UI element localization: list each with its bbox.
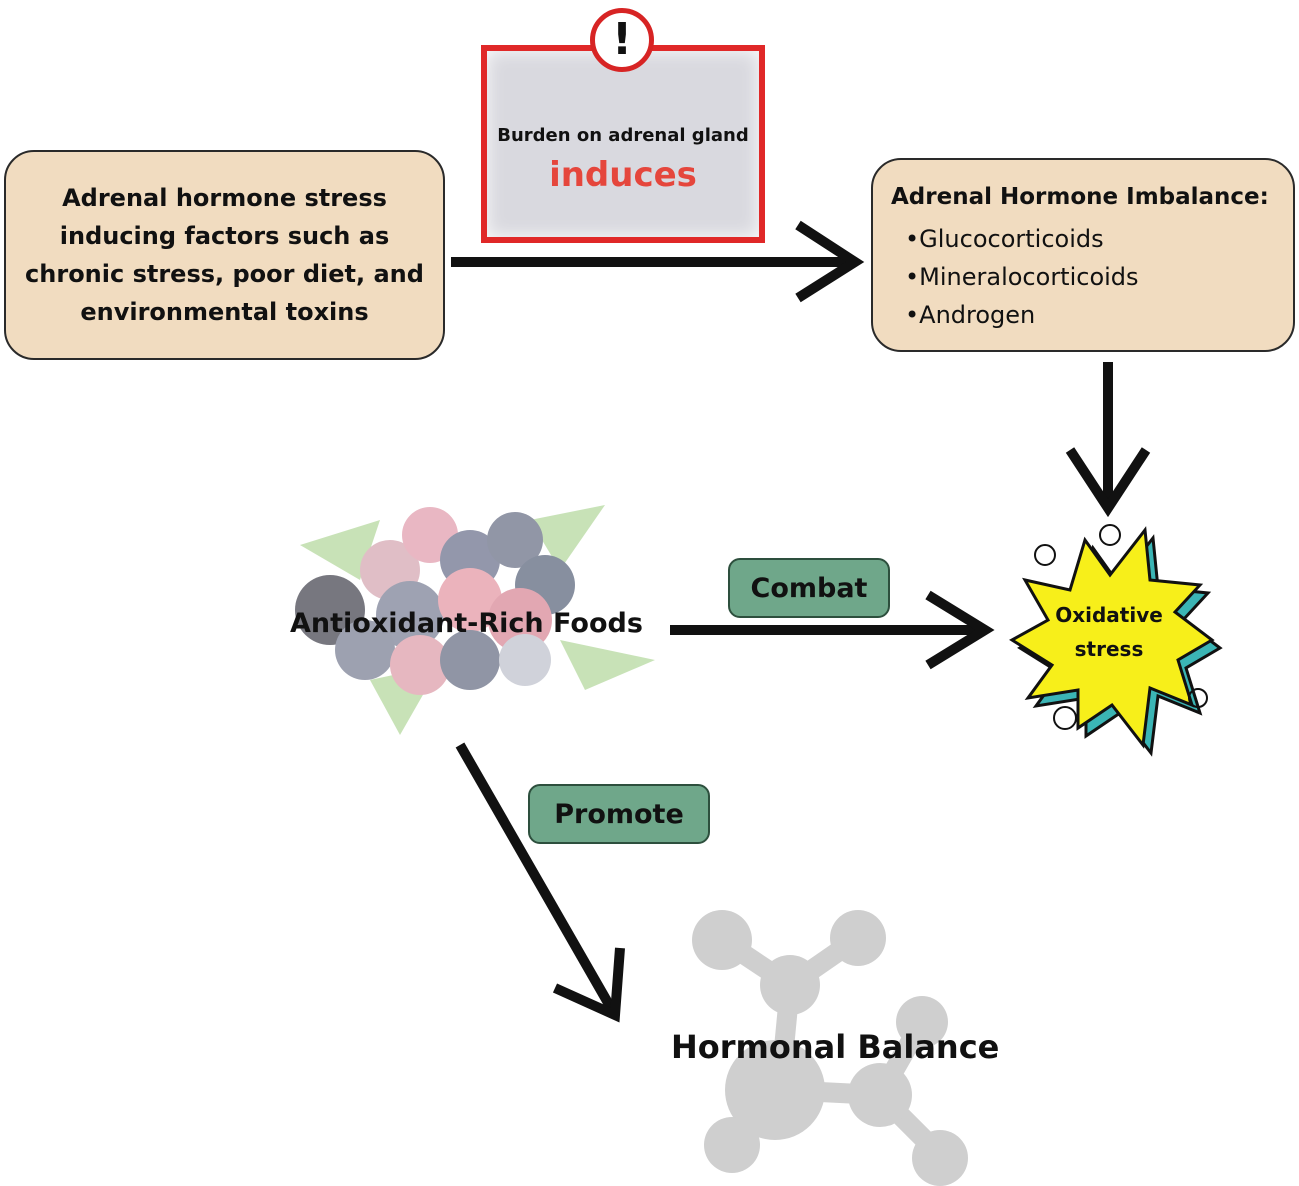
stress-factors-box: Adrenal hormone stress inducing factors … [4, 150, 445, 360]
arrow-combat [670, 590, 995, 670]
exclamation-icon: ! [590, 8, 654, 72]
warning-box: Burden on adrenal gland induces [481, 45, 765, 243]
induces-text: induces [549, 155, 697, 195]
hormone-item: Mineralocorticoids [905, 258, 1283, 296]
hormone-imbalance-box: Adrenal Hormone Imbalance: Glucocorticoi… [871, 158, 1295, 352]
oxidative-stress-starburst [1009, 524, 1223, 757]
promote-label: Promote [528, 784, 710, 844]
hormone-item: Androgen [905, 296, 1283, 334]
stress-factors-text: Adrenal hormone stress inducing factors … [25, 184, 424, 326]
combat-label: Combat [728, 558, 890, 618]
antioxidant-foods-label: Antioxidant-Rich Foods [290, 608, 643, 639]
warning-small-text: Burden on adrenal gland [497, 125, 749, 146]
berries-image [295, 505, 655, 735]
hormone-item: Glucocorticoids [905, 220, 1283, 258]
hormone-list: Glucocorticoids Mineralocorticoids Andro… [891, 220, 1283, 334]
arrow-induces [451, 220, 865, 303]
oxidative-stress-label: Oxidative stress [1055, 603, 1163, 661]
arrow-promote [455, 742, 625, 1023]
hormone-imbalance-title: Adrenal Hormone Imbalance: [891, 184, 1269, 210]
arrow-down-to-oxidative [1065, 362, 1151, 518]
hormonal-balance-label: Hormonal Balance [671, 1028, 1000, 1066]
molecule-icon [692, 910, 968, 1186]
